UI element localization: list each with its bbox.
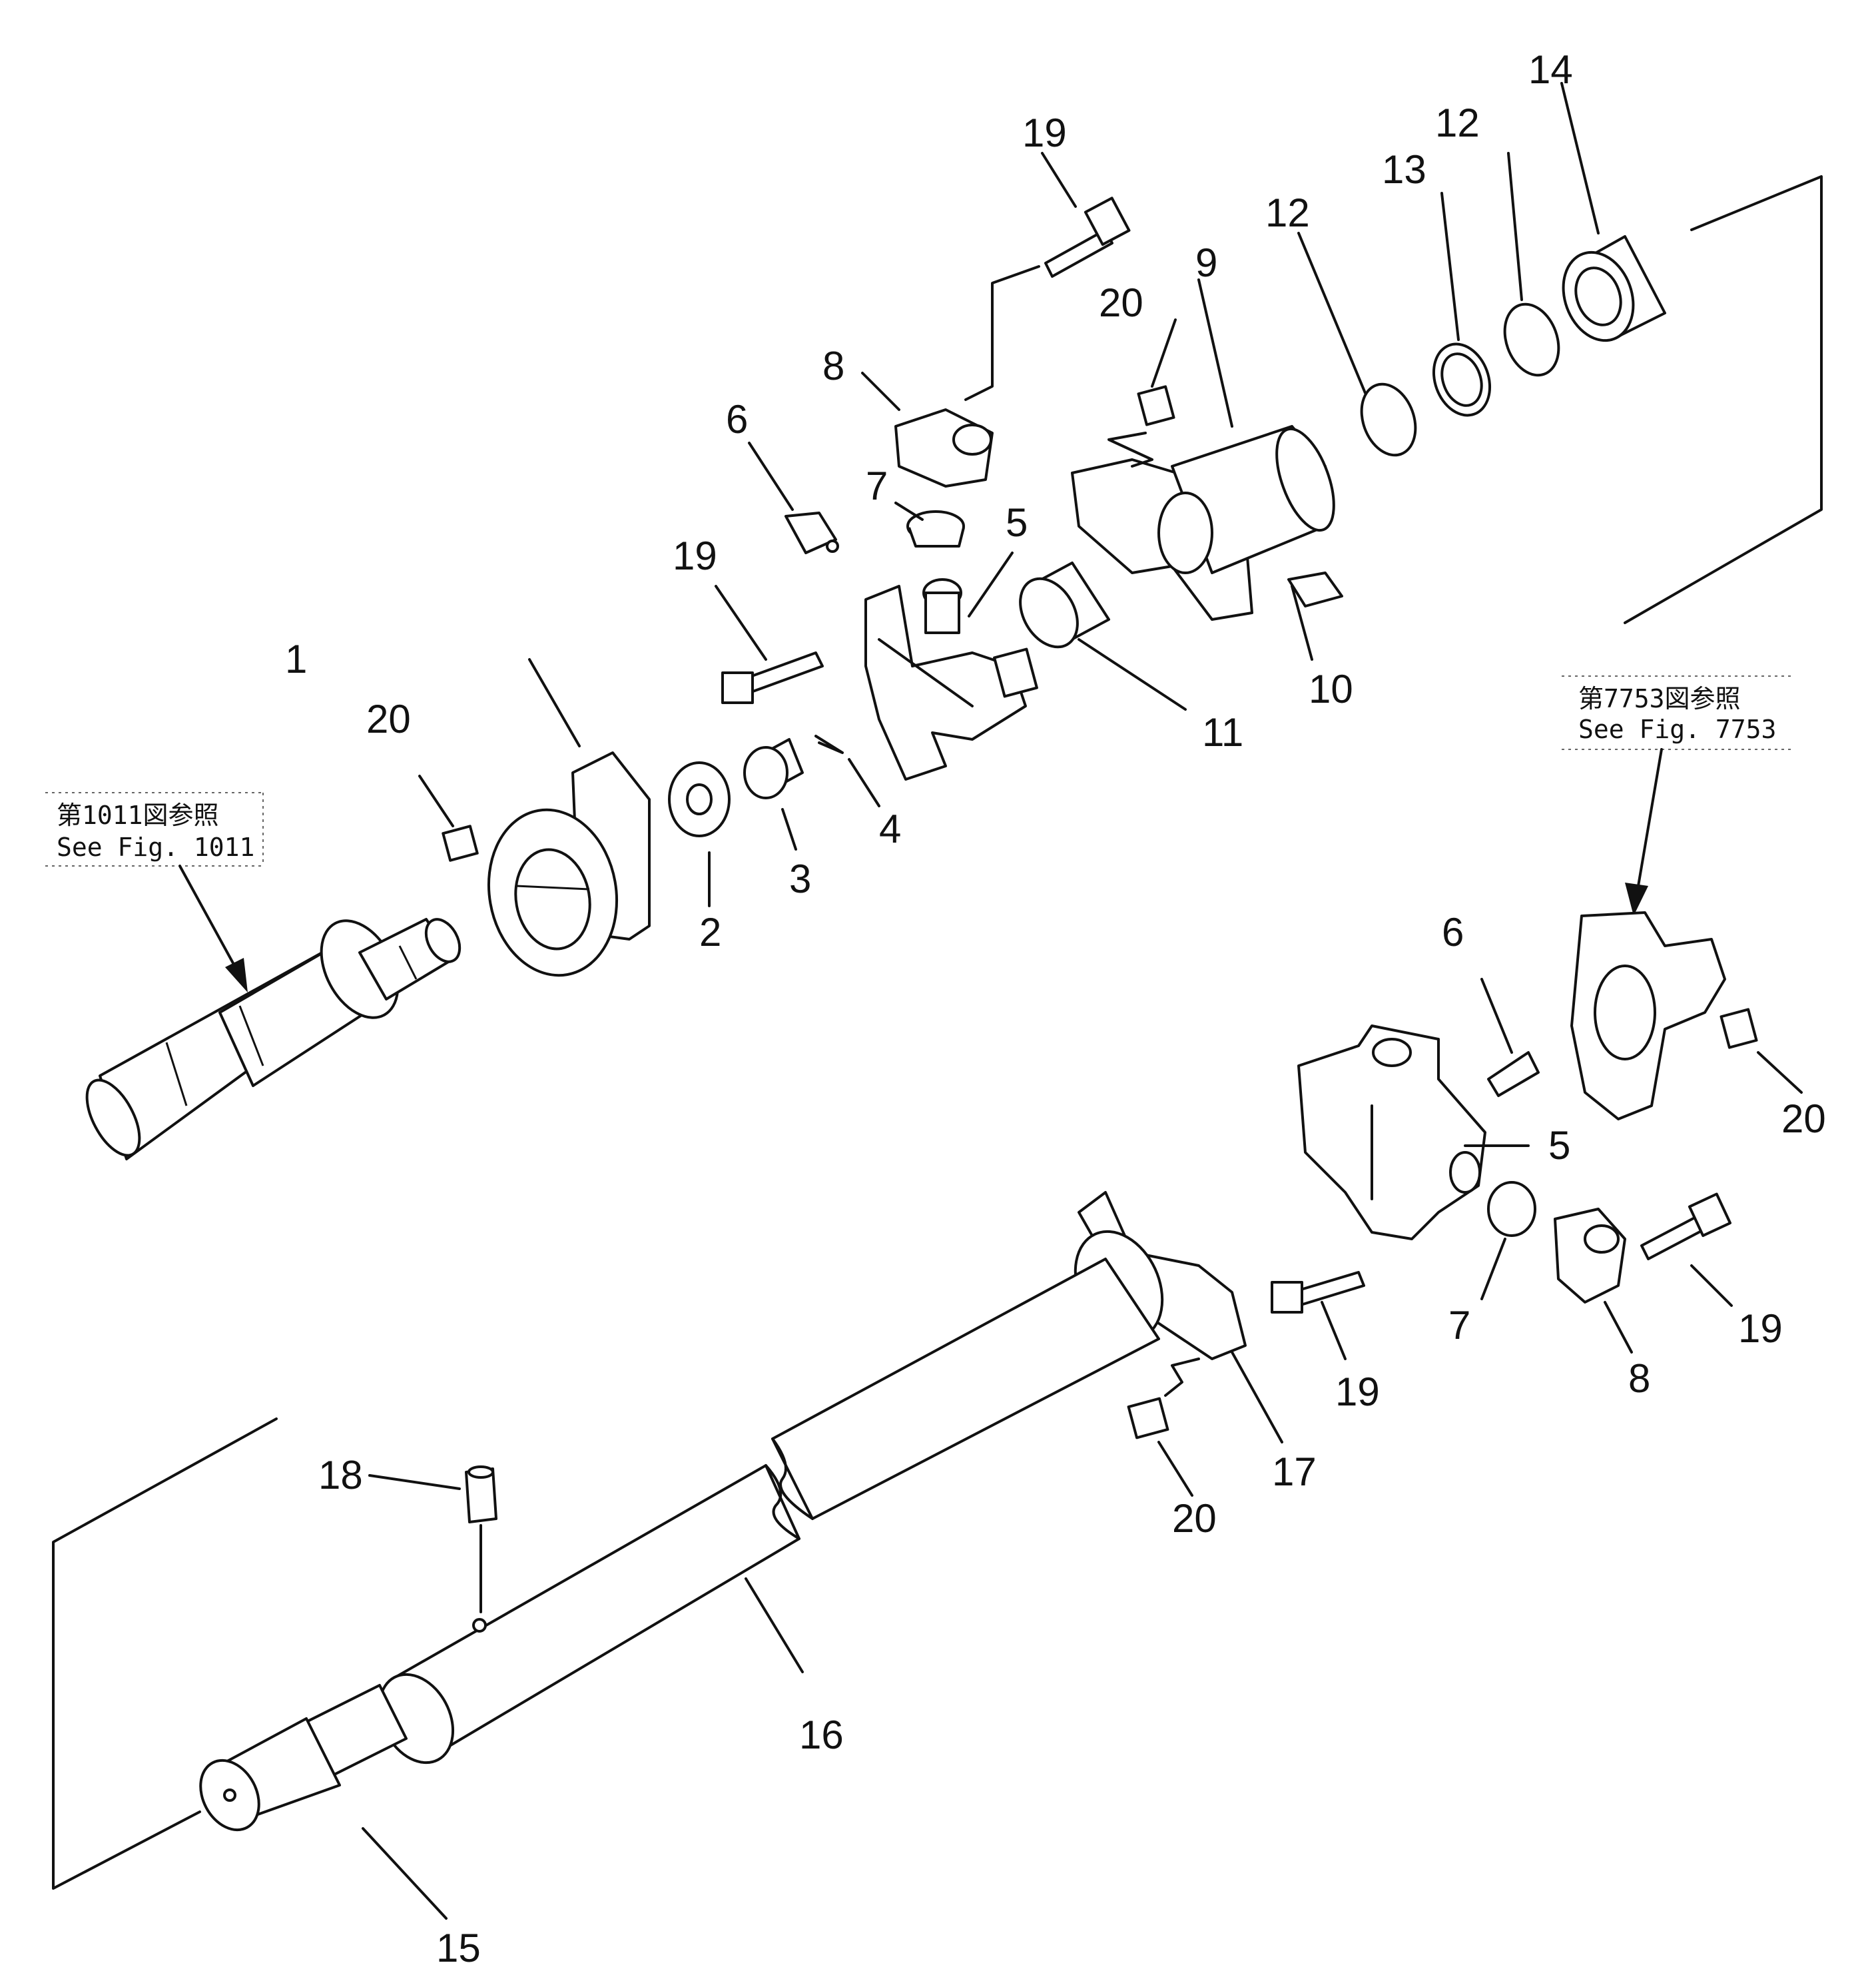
callout-20-c[interactable]: 20 bbox=[1781, 1096, 1826, 1141]
reference-fig-1011[interactable]: 第1011図参照 See Fig. 1011 bbox=[45, 792, 264, 992]
callout-19-bottom-right[interactable]: 19 bbox=[1738, 1306, 1783, 1351]
callout-18[interactable]: 18 bbox=[318, 1453, 363, 1497]
callout-12-right[interactable]: 12 bbox=[1435, 101, 1480, 145]
reference-en-text: See Fig. 7753 bbox=[1578, 715, 1776, 744]
part-18-grease-fitting[interactable] bbox=[465, 1465, 497, 1633]
callout-2[interactable]: 2 bbox=[699, 910, 721, 955]
callout-16[interactable]: 16 bbox=[799, 1713, 844, 1757]
callout-5-bottom[interactable]: 5 bbox=[1548, 1123, 1570, 1168]
arrow-head-icon bbox=[1625, 883, 1648, 916]
part-13-seal[interactable] bbox=[1424, 336, 1500, 424]
callout-5-top[interactable]: 5 bbox=[1006, 500, 1028, 545]
part-6-grease-fitting-top[interactable] bbox=[784, 512, 839, 554]
callout-20-a[interactable]: 20 bbox=[366, 697, 411, 741]
callout-6-bottom[interactable]: 6 bbox=[1442, 910, 1464, 955]
callout-19-bottom-mid[interactable]: 19 bbox=[1335, 1370, 1380, 1414]
callout-17[interactable]: 17 bbox=[1272, 1449, 1317, 1494]
part-11-seal-cup[interactable] bbox=[1009, 562, 1110, 657]
reference-fig-7753[interactable]: 第7753図参照 See Fig. 7753 bbox=[1562, 675, 1791, 916]
callout-20-d[interactable]: 20 bbox=[1172, 1496, 1217, 1541]
callout-20-b[interactable]: 20 bbox=[1099, 280, 1143, 325]
leader-lines bbox=[362, 82, 1803, 1920]
reference-jp-text: 第7753図参照 bbox=[1578, 684, 1741, 713]
part-5-spider-bottom[interactable] bbox=[1297, 1024, 1486, 1240]
callout-10[interactable]: 10 bbox=[1309, 667, 1353, 711]
part-10-grease-fitting[interactable] bbox=[1287, 572, 1343, 607]
part-19-bolt-bottom-right[interactable] bbox=[1640, 1192, 1731, 1260]
part-7-cap-bottom[interactable] bbox=[1487, 1181, 1536, 1237]
callout-8-top[interactable]: 8 bbox=[822, 344, 844, 388]
callout-4[interactable]: 4 bbox=[879, 807, 901, 851]
part-9-slip-yoke[interactable] bbox=[1071, 422, 1345, 621]
part-5-spider-top[interactable] bbox=[864, 578, 1038, 781]
part-3-bearing-cup[interactable] bbox=[743, 738, 804, 799]
callout-7-bottom[interactable]: 7 bbox=[1448, 1303, 1470, 1348]
part-15-splined-shaft[interactable] bbox=[189, 1684, 408, 1840]
reference-en-text: See Fig. 1011 bbox=[57, 833, 254, 862]
callout-7-top[interactable]: 7 bbox=[866, 464, 888, 508]
part-19-bolt-top[interactable] bbox=[1044, 197, 1131, 278]
callout-14[interactable]: 14 bbox=[1528, 47, 1573, 92]
part-19-bolt-mid[interactable] bbox=[721, 651, 824, 704]
callout-19-mid[interactable]: 19 bbox=[673, 534, 717, 578]
part-4-pin[interactable] bbox=[814, 735, 844, 754]
part-12-snap-ring-right[interactable] bbox=[1495, 296, 1568, 382]
arrow-head-icon bbox=[225, 958, 248, 992]
part-6-grease-fitting-bottom[interactable] bbox=[1487, 1051, 1540, 1097]
part-2-washer[interactable] bbox=[668, 761, 731, 837]
part-20-nut-c[interactable] bbox=[1720, 1008, 1758, 1049]
callout-13[interactable]: 13 bbox=[1382, 147, 1426, 192]
part-14-bearing[interactable] bbox=[1552, 235, 1666, 350]
callout-15[interactable]: 15 bbox=[436, 1926, 481, 1970]
end-yoke-ref bbox=[1570, 911, 1726, 1120]
callout-11[interactable]: 11 bbox=[1202, 710, 1243, 755]
part-12-snap-ring-left[interactable] bbox=[1352, 376, 1424, 462]
reference-jp-text: 第1011図参照 bbox=[57, 801, 219, 830]
callout-1[interactable]: 1 bbox=[285, 637, 307, 681]
callout-19-top[interactable]: 19 bbox=[1022, 111, 1067, 155]
boundary-lines bbox=[52, 175, 1823, 1890]
part-19-bolt-bottom-mid[interactable] bbox=[1271, 1271, 1365, 1314]
part-8-bearing-block-top[interactable] bbox=[894, 408, 994, 488]
part-20-nut-b[interactable] bbox=[1137, 385, 1175, 426]
callout-labels: 1 2 3 4 5 5 6 6 7 7 8 8 9 10 11 12 12 13… bbox=[285, 47, 1826, 1970]
callout-9[interactable]: 9 bbox=[1195, 240, 1217, 285]
part-20-nut-a[interactable] bbox=[442, 825, 479, 862]
callout-3[interactable]: 3 bbox=[789, 857, 811, 901]
input-shaft bbox=[85, 918, 462, 1160]
part-8-bearing-block-bottom[interactable] bbox=[1554, 1208, 1626, 1304]
part-1-flange-yoke[interactable] bbox=[476, 751, 651, 986]
callout-12-left[interactable]: 12 bbox=[1265, 191, 1310, 235]
part-20-nut-d[interactable] bbox=[1127, 1397, 1169, 1439]
callout-6-top[interactable]: 6 bbox=[726, 397, 748, 442]
callout-8-bottom[interactable]: 8 bbox=[1628, 1356, 1650, 1401]
